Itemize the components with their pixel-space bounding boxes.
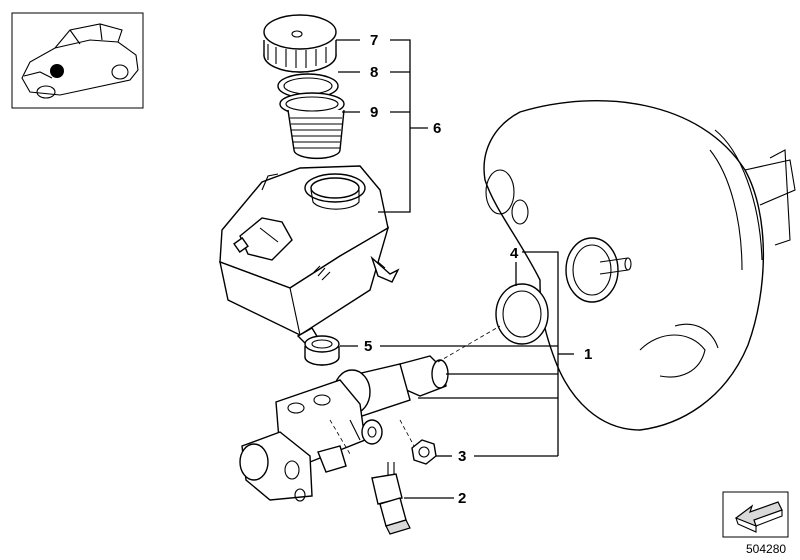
callout-1[interactable]: 1 — [584, 346, 592, 363]
callout-7[interactable]: 7 — [370, 32, 378, 49]
leader-lines — [336, 39, 574, 499]
callouts: 1 2 3 4 5 6 7 8 9 — [364, 32, 592, 507]
reference-number: 504280 — [746, 542, 786, 556]
hex-nut[interactable] — [411, 439, 437, 465]
sealing-plug[interactable] — [304, 335, 340, 366]
expansion-tank[interactable] — [219, 165, 400, 345]
car-locator-thumbnail[interactable] — [11, 12, 144, 109]
reservoir-cap[interactable] — [263, 14, 337, 73]
callout-9[interactable]: 9 — [370, 104, 378, 121]
callout-8[interactable]: 8 — [370, 64, 378, 81]
brake-master-cylinder[interactable] — [239, 355, 449, 502]
seal-ring[interactable] — [495, 283, 549, 345]
car-locator-icon — [21, 23, 139, 99]
pressure-switch[interactable] — [371, 462, 411, 535]
callout-3[interactable]: 3 — [458, 448, 466, 465]
callout-2[interactable]: 2 — [458, 490, 466, 507]
callout-4[interactable]: 4 — [510, 245, 519, 262]
navigation-arrow-button[interactable] — [722, 491, 789, 538]
callout-5[interactable]: 5 — [364, 338, 372, 355]
callout-6[interactable]: 6 — [433, 120, 441, 137]
brake-booster[interactable] — [483, 100, 796, 431]
strainer-filter[interactable] — [279, 92, 345, 160]
navigation-arrow-icon — [734, 501, 783, 533]
